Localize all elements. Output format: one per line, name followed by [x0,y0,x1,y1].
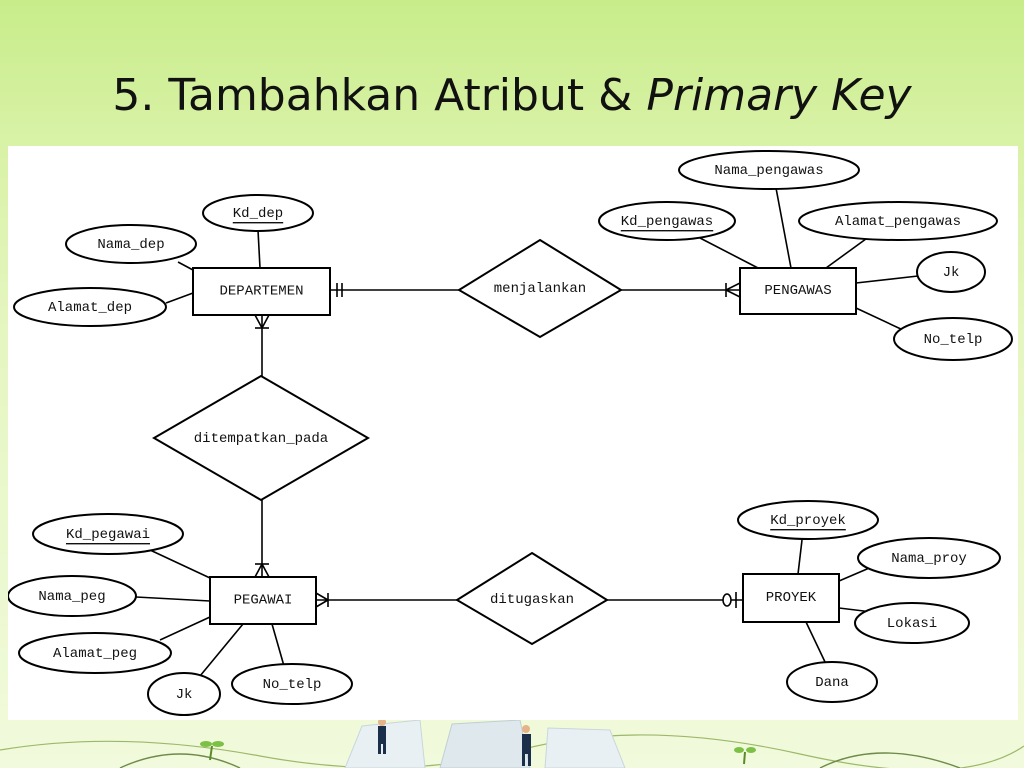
link-no-telp-pegawai [271,623,285,667]
attribute-no-telp-pengawas-label: No_telp [924,332,983,348]
attribute-dana-label: Dana [815,675,849,691]
attribute-kd-dep: Kd_dep [202,194,314,232]
entity-pengawas: PENGAWAS [739,267,857,315]
attribute-kd-pengawas-label: Kd_pengawas [621,214,713,230]
entity-pengawas-label: PENGAWAS [764,283,831,299]
attribute-lokasi: Lokasi [854,602,970,644]
link-kd-pegawai [149,549,211,579]
footer-sprout-left-icon [200,741,224,761]
link-nama-peg [135,596,211,602]
entity-pegawai: PEGAWAI [209,576,317,625]
attribute-kd-pengawas: Kd_pengawas [598,201,736,241]
attribute-no-telp-pegawai: No_telp [231,663,353,705]
link-jk-pengawas [855,275,919,284]
attribute-lokasi-label: Lokasi [887,616,937,632]
footer-person-icon [378,720,386,754]
relationship-links [261,289,743,601]
relationship-ditempatkan-pada-label: ditempatkan_pada [194,431,328,447]
link-alamat-pengawas [825,235,871,269]
attribute-kd-proyek: Kd_proyek [737,500,879,540]
footer-decoration [0,720,1024,768]
relationship-menjalankan-label: menjalankan [494,281,586,297]
relationship-ditempatkan-pada: ditempatkan_pada [152,374,370,502]
link-alamat-dep [165,292,194,304]
cardinality-marks [254,282,741,608]
link-dana [805,621,827,665]
link-kd-pengawas [699,237,759,269]
mark-many-pengawas [725,282,741,298]
attribute-jk-pegawai: Jk [147,672,221,716]
link-no-telp-pengawas [855,307,904,331]
attribute-no-telp-pengawas: No_telp [893,317,1013,361]
footer-person-icon [522,725,531,766]
attribute-jk-pegawai-label: Jk [176,687,193,703]
attribute-kd-proyek-label: Kd_proyek [770,513,846,529]
footer-sprout-right-icon [734,747,756,765]
footer-hill-left [119,753,241,768]
slide-title-emphasis: Primary Key [646,70,912,121]
mark-many-departemen-bottom [254,314,270,329]
attribute-nama-peg-label: Nama_peg [38,589,105,605]
attribute-nama-proy: Nama_proy [857,537,1001,579]
link-kd-dep [257,229,261,269]
link-nama-dep [177,261,194,271]
attribute-nama-dep-label: Nama_dep [97,237,164,253]
attribute-alamat-pengawas-label: Alamat_pengawas [835,214,961,230]
slide-title-text: 5. Tambahkan Atribut & [112,70,647,121]
relationship-ditugaskan: ditugaskan [455,551,609,646]
attribute-kd-dep-label: Kd_dep [233,206,283,222]
entity-pegawai-label: PEGAWAI [234,593,293,609]
attribute-dana: Dana [786,661,878,703]
entity-departemen: DEPARTEMEN [192,267,331,316]
footer-blocks [344,720,626,768]
attribute-alamat-dep-label: Alamat_dep [48,300,132,316]
link-nama-pengawas [775,187,792,269]
attribute-alamat-peg: Alamat_peg [18,632,172,674]
attribute-kd-pegawai: Kd_pegawai [32,513,184,555]
mark-zero-one-proyek [722,592,737,608]
attribute-no-telp-pegawai-label: No_telp [263,677,322,693]
entity-departemen-label: DEPARTEMEN [219,284,303,300]
attribute-nama-proy-label: Nama_proy [891,551,967,567]
attribute-alamat-pengawas: Alamat_pengawas [798,201,998,241]
attribute-kd-pegawai-label: Kd_pegawai [66,527,150,543]
attribute-jk-pengawas: Jk [916,251,986,293]
relationship-menjalankan: menjalankan [457,238,623,339]
link-alamat-peg [159,616,211,641]
mark-one-departemen-right [336,283,343,297]
attribute-links [135,187,919,677]
mark-many-pegawai-right [315,592,329,608]
attribute-jk-pengawas-label: Jk [943,265,960,281]
link-kd-proyek [797,539,803,575]
attribute-alamat-dep: Alamat_dep [13,287,167,327]
attribute-nama-pengawas-label: Nama_pengawas [714,163,823,179]
entity-proyek-label: PROYEK [766,590,817,606]
relationship-ditugaskan-label: ditugaskan [490,592,574,608]
mark-many-pegawai-top [254,563,270,578]
attribute-nama-pengawas: Nama_pengawas [678,150,860,190]
entity-proyek: PROYEK [742,573,840,623]
slide-title: 5. Tambahkan Atribut & Primary Key [0,66,1024,126]
er-diagram: DEPARTEMEN PENGAWAS PEGAWAI PROYEK menja… [8,146,1018,720]
attribute-nama-peg: Nama_peg [8,575,137,617]
er-diagram-canvas: DEPARTEMEN PENGAWAS PEGAWAI PROYEK menja… [8,150,1013,716]
attribute-alamat-peg-label: Alamat_peg [53,646,137,662]
attribute-nama-dep: Nama_dep [65,224,197,264]
footer-hill-right [819,752,961,768]
link-jk-pegawai [199,623,244,677]
